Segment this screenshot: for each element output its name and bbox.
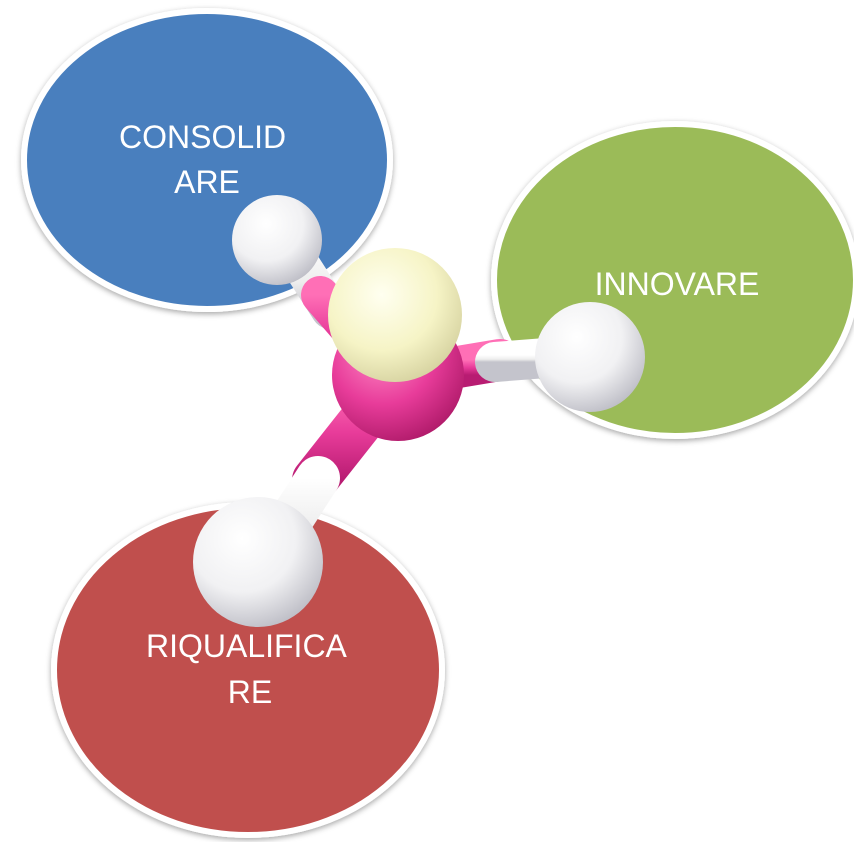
molecule bbox=[193, 195, 645, 627]
bubble-riqualificare-label: RIQUALIFICA RE bbox=[146, 628, 354, 710]
atom-top-yellow bbox=[328, 248, 462, 382]
atom-top-left bbox=[232, 195, 322, 285]
atom-right bbox=[535, 302, 645, 412]
bubble-consolidare-line-1: CONSOLID bbox=[119, 119, 286, 155]
bubble-consolidare-shape bbox=[21, 8, 393, 312]
bubble-riqualificare-line-2: RE bbox=[228, 674, 272, 710]
atom-bottom bbox=[193, 497, 323, 627]
bubble-innovare-line-1: INNOVARE bbox=[595, 266, 760, 302]
bubble-innovare-label: INNOVARE bbox=[595, 266, 760, 302]
bubble-riqualificare-line-1: RIQUALIFICA bbox=[146, 628, 348, 664]
bubble-consolidare-line-2: ARE bbox=[174, 164, 240, 200]
bubble-consolidare-label: CONSOLID ARE bbox=[119, 119, 295, 200]
bubble-consolidare bbox=[21, 8, 393, 312]
